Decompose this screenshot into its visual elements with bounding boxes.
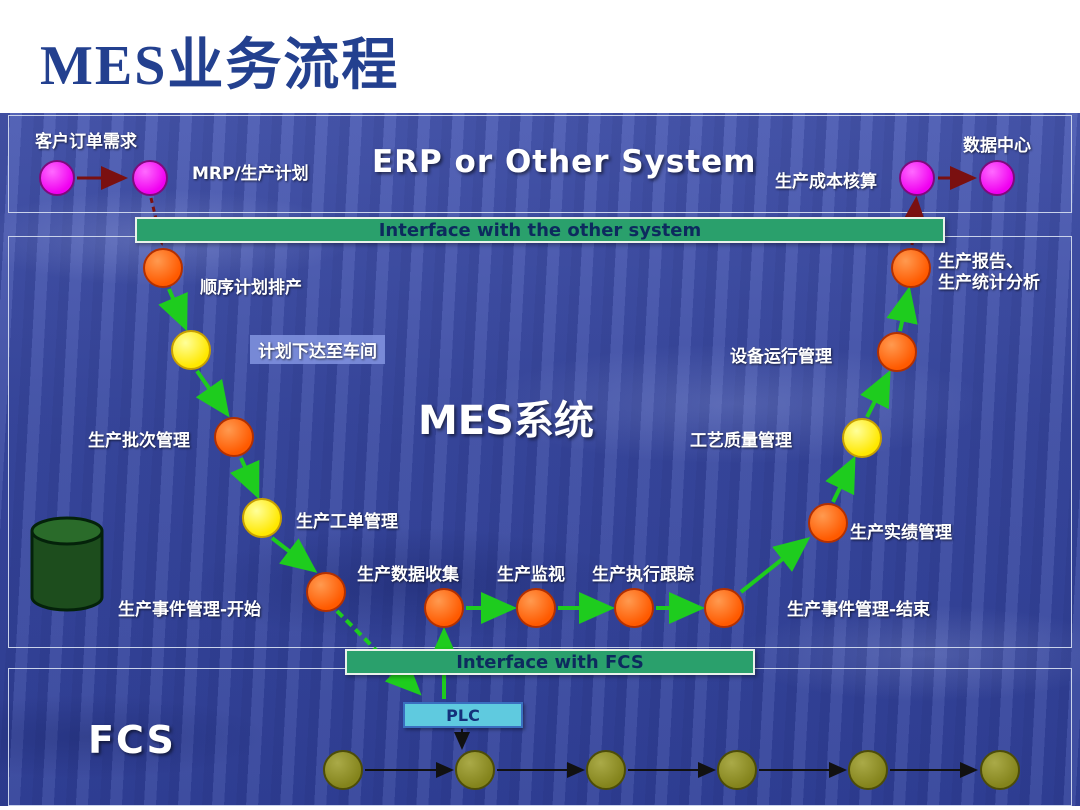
node-quality-management	[842, 418, 882, 458]
database-cylinder-icon	[30, 516, 104, 612]
node-production-report	[891, 248, 931, 288]
interface-bar-bottom: Interface with FCS	[345, 649, 755, 675]
label-production-monitor: 生产监视	[497, 565, 565, 585]
interface-bar-top: Interface with the other system	[135, 217, 945, 243]
node-data-center	[979, 160, 1015, 196]
node-performance-management	[808, 503, 848, 543]
label-cost-accounting: 生产成本核算	[775, 172, 877, 192]
fcs-node-2	[455, 750, 495, 790]
label-data-collection: 生产数据收集	[357, 565, 459, 585]
fcs-node-1	[323, 750, 363, 790]
label-event-start: 生产事件管理-开始	[118, 600, 262, 620]
label-customer-order: 客户订单需求	[35, 132, 137, 152]
node-production-monitor	[516, 588, 556, 628]
node-cost-accounting	[899, 160, 935, 196]
label-sequence-scheduling: 顺序计划排产	[200, 278, 302, 298]
node-equipment-management	[877, 332, 917, 372]
label-quality-management: 工艺质量管理	[690, 431, 792, 451]
fcs-node-3	[586, 750, 626, 790]
label-event-end: 生产事件管理-结束	[787, 600, 931, 620]
erp-heading: ERP or Other System	[372, 144, 757, 180]
fcs-node-4	[717, 750, 757, 790]
label-work-order: 生产工单管理	[296, 512, 398, 532]
fcs-node-5	[848, 750, 888, 790]
node-execution-tracking	[614, 588, 654, 628]
fcs-node-6	[980, 750, 1020, 790]
node-plan-dispatch	[171, 330, 211, 370]
mes-heading: MES系统	[418, 398, 594, 444]
node-data-collection	[424, 588, 464, 628]
plc-box: PLC	[403, 702, 523, 728]
bottom-strip	[0, 806, 1080, 810]
label-mrp-plan: MRP/生产计划	[192, 164, 309, 184]
node-sequence-scheduling	[143, 248, 183, 288]
label-equipment-management: 设备运行管理	[730, 347, 832, 367]
erp-section-frame	[8, 115, 1072, 213]
label-production-report-line1: 生产报告、	[938, 252, 1023, 272]
label-data-center: 数据中心	[963, 136, 1031, 156]
label-performance-management: 生产实绩管理	[850, 523, 952, 543]
node-batch-management	[214, 417, 254, 457]
page-title: MES业务流程	[40, 35, 400, 97]
node-customer-order-start	[39, 160, 75, 196]
node-customer-order-end	[132, 160, 168, 196]
fcs-heading: FCS	[88, 718, 176, 762]
label-execution-tracking: 生产执行跟踪	[592, 565, 694, 585]
label-production-report: 生产报告、 生产统计分析	[938, 252, 1040, 295]
node-event-end	[704, 588, 744, 628]
label-batch-management: 生产批次管理	[88, 431, 190, 451]
node-event-start	[306, 572, 346, 612]
label-production-report-line2: 生产统计分析	[938, 273, 1040, 294]
node-work-order	[242, 498, 282, 538]
label-plan-dispatch: 计划下达至车间	[250, 335, 385, 364]
